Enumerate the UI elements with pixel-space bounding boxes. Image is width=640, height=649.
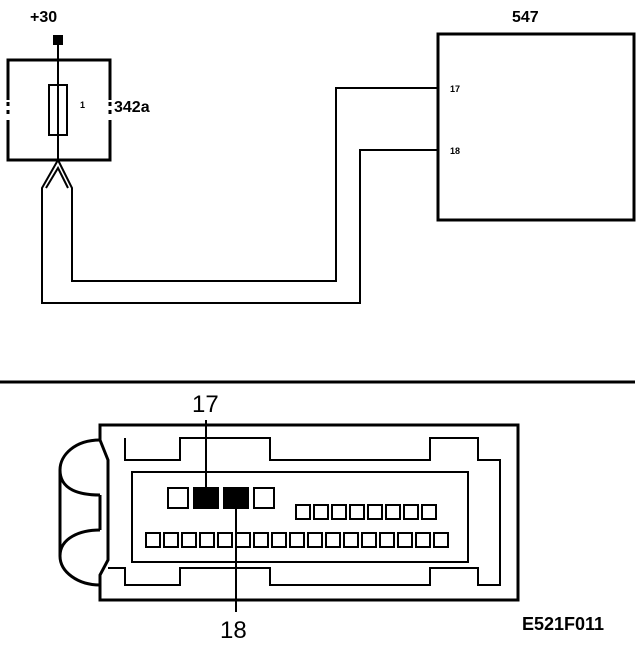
cavity [331,504,347,520]
cavity [367,504,383,520]
connector-housing [58,423,520,602]
cavity [199,532,215,548]
cavity-row-top [167,487,275,509]
wire-harness-inner [45,165,69,189]
cavity [253,532,269,548]
wire-harness [41,87,438,304]
cavity [403,504,419,520]
callout-label-18: 18 [220,617,247,644]
cavity [313,504,329,520]
supply-terminal [53,35,63,60]
cavity [397,532,413,548]
cavity [307,532,323,548]
cavity [379,532,395,548]
cavity [289,532,305,548]
fuse-pin-label: 1 [80,100,85,110]
cavity [271,532,287,548]
supply-label: +30 [30,9,57,26]
cavity [235,532,251,548]
cavity [253,487,275,509]
module-pin-18-label: 18 [450,146,460,156]
module-box [436,32,636,222]
cavity-row-middle [295,504,437,520]
module-pin-17-label: 17 [450,84,460,94]
cavity [349,504,365,520]
cavity [295,504,311,520]
cavity-row-bottom [145,532,449,548]
cavity [217,532,233,548]
cavity [145,532,161,548]
cavity [343,532,359,548]
cavity [433,532,449,548]
figure-code: E521F011 [522,614,604,634]
cavity [163,532,179,548]
cavity [325,532,341,548]
cavity [181,532,197,548]
module-label: 547 [512,9,539,26]
cavity [415,532,431,548]
fuse-symbol [48,60,68,160]
cavity [361,532,377,548]
fuse-block-label: 342a [114,99,150,116]
cavity [385,504,401,520]
callout-label-17: 17 [192,391,219,418]
cavity [421,504,437,520]
cavity [167,487,189,509]
